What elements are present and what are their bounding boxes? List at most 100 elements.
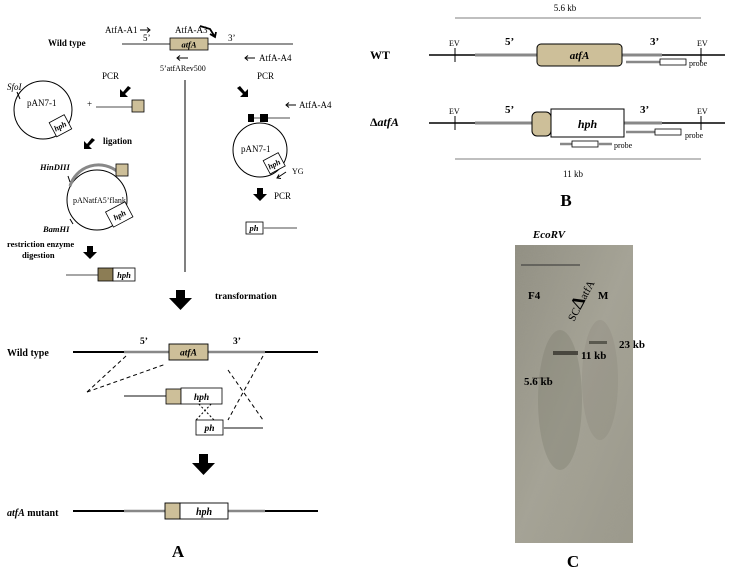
atfa-box-bottom-label: atfA — [180, 349, 197, 359]
bamhi-label: BamHI — [42, 224, 70, 234]
atfa-box-bottom — [168, 343, 209, 361]
delta-flank-box — [531, 111, 552, 137]
arrow-down-left-1 — [120, 86, 131, 97]
size-top-label: 5.6 kb — [554, 3, 577, 13]
transformation-label: transformation — [215, 292, 277, 302]
bamhi-mark — [69, 218, 74, 225]
delta-probe1-label: probe — [685, 131, 704, 140]
three-prime-label: 3’ — [228, 33, 236, 43]
hph-box-plasmid-left — [48, 114, 73, 138]
primer-a3-arrow — [199, 25, 217, 39]
delta-symbol: Δ — [370, 115, 378, 129]
hph-box-plasmid-right — [262, 152, 286, 175]
yg-arrow — [276, 171, 287, 179]
delta-probe1-box — [654, 128, 682, 136]
three-prime-label-bottom: 3’ — [233, 337, 241, 347]
primer-cap-1 — [248, 114, 254, 122]
lane-sc-prefix: SC — [566, 306, 583, 324]
wt-five: 5’ — [505, 36, 514, 48]
band-56kb-label: 5.6 kb — [524, 376, 553, 388]
crossover-right-2 — [227, 369, 264, 421]
primer-a4-label-2: AtfA-A4 — [299, 100, 332, 110]
arrow-mutant — [192, 454, 215, 475]
wt-atfa-box — [536, 43, 623, 67]
panatfa-flank-arc — [68, 163, 119, 187]
atfa-box-top — [169, 37, 209, 51]
mutant-hph-box — [179, 502, 229, 520]
panatfa-flank-box — [115, 163, 129, 177]
rev500-arrow — [176, 55, 188, 61]
panel-b: 5.6 kb WT EV EV 5’ 3’ atfA probe ΔatfA E… — [370, 3, 725, 210]
panatfa-label: pANatfA5’flank — [73, 196, 126, 205]
panel-c: EcoRV F4 SCΔatfA M 23 kb 11 kb 5.6 kb C — [515, 229, 645, 571]
pan71-label-right: pAN7-1 — [241, 144, 271, 154]
arrow-restriction — [83, 246, 97, 259]
panatfa-plasmid — [66, 169, 128, 231]
yg-label: YG — [292, 167, 304, 176]
donor1-flank-box — [165, 388, 182, 405]
delta-ev-left: EV — [449, 107, 460, 116]
crossover-left-1 — [86, 355, 127, 393]
plus-sign: + — [87, 99, 92, 109]
delta-ev-right: EV — [697, 107, 708, 116]
panel-b-label: B — [560, 191, 571, 210]
mutant-flank-box — [164, 502, 181, 520]
arrow-down-right-1 — [237, 86, 248, 97]
restriction-label-1: restriction enzyme — [7, 239, 74, 249]
delta-label: ΔatfA — [370, 115, 399, 129]
donor1-hph-label: hph — [194, 393, 209, 403]
digest-hph-label: hph — [117, 270, 131, 280]
arrow-transformation — [169, 290, 192, 310]
atfa-box-top-label: atfA — [181, 40, 196, 50]
five-prime-label-bottom: 5’ — [140, 337, 148, 347]
ph-label-right: ph — [249, 223, 259, 233]
primer-cap-2 — [260, 114, 268, 122]
arrow-ligation — [84, 138, 95, 149]
pan71-plasmid-right — [232, 122, 288, 178]
wt-ev-right: EV — [697, 39, 708, 48]
digest-flank-box — [97, 267, 114, 282]
mutant-label-gene: atfA — [7, 508, 25, 519]
flank-box — [131, 99, 145, 113]
delta-probe2-label: probe — [614, 141, 633, 150]
panel-a-label: A — [172, 542, 185, 561]
panel-a: AtfA-A1 AtfA-A3 Wild type 5’ 3’ atfA Atf… — [7, 25, 332, 561]
delta-gene: atfA — [378, 115, 399, 129]
blot-smear-lane-sc — [538, 330, 582, 470]
primer-a1-label: AtfA-A1 — [105, 25, 138, 35]
arrow-pcr-right — [253, 188, 267, 201]
band-11kb — [553, 351, 578, 355]
band-f4 — [532, 377, 550, 379]
band-23kb-label: 23 kb — [619, 339, 645, 351]
band-23kb — [589, 341, 607, 344]
wt-probe-box — [659, 58, 687, 66]
primer-a3-label: AtfA-A3 — [175, 25, 208, 35]
mutant-hph-label: hph — [196, 507, 213, 518]
ligation-label: ligation — [103, 136, 132, 146]
crossover-right-1 — [227, 355, 264, 421]
donor2-ph-label: ph — [203, 424, 214, 434]
wt-ev-left: EV — [449, 39, 460, 48]
panel-c-label: C — [567, 552, 579, 571]
size-bottom-label: 11 kb — [563, 169, 583, 179]
sfoi-label: SfoI — [7, 82, 23, 92]
hindiii-label: HinDIII — [39, 162, 70, 172]
lane-m-label: M — [598, 290, 609, 302]
blot-grain — [515, 245, 633, 543]
enzyme-label: EcoRV — [532, 229, 567, 241]
wild-type-label-top: Wild type — [48, 38, 86, 48]
primer-a4-arrow — [244, 55, 255, 61]
crossover-left-2 — [86, 363, 167, 393]
five-prime-label: 5’ — [143, 33, 151, 43]
pcr-label-right-2: PCR — [274, 191, 291, 201]
pcr-label-left: PCR — [102, 71, 119, 81]
pan71-plasmid-left — [13, 80, 73, 140]
mutant-label: atfA mutant — [7, 508, 59, 519]
wt-three: 3’ — [650, 36, 659, 48]
pcr-label-right: PCR — [257, 71, 274, 81]
band-11kb-label: 11 kb — [581, 350, 606, 362]
delta-hph-box — [550, 108, 625, 138]
hph-box-panatfa — [104, 201, 134, 228]
wt-probe-label: probe — [689, 59, 708, 68]
